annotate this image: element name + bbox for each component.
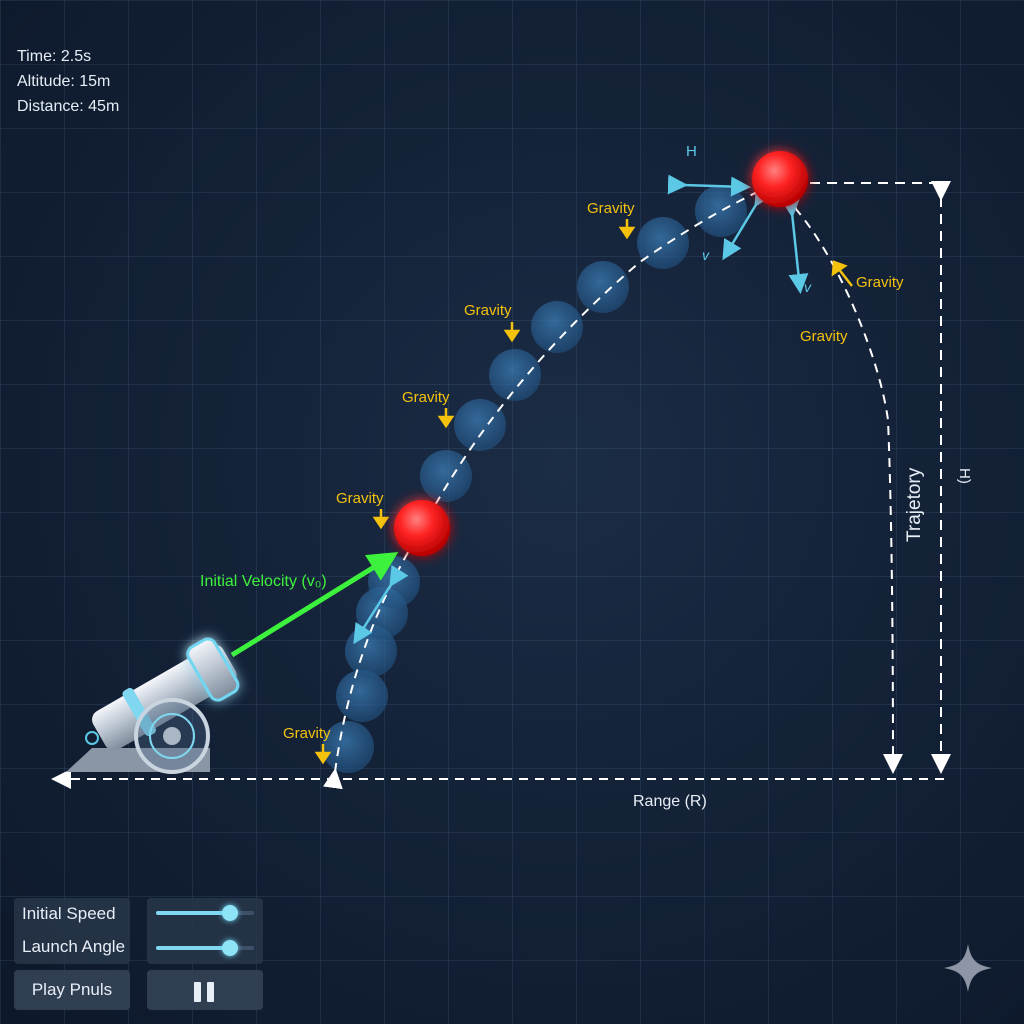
play-button[interactable]: Play Pnuls (14, 970, 130, 1010)
gravity-arrow-icon (314, 744, 332, 765)
velocity-vector-apex (722, 184, 774, 261)
controls-label-panel (14, 898, 130, 964)
cannon-icon (66, 637, 240, 774)
slider-thumb[interactable] (221, 940, 238, 956)
pause-button[interactable] (147, 970, 263, 1010)
trajectory-ghost (637, 217, 689, 269)
gravity-indicator: Gravity (402, 389, 455, 429)
gravity-arrow-icon (372, 509, 390, 530)
trajectory-ghost (695, 185, 747, 237)
time-readout: Time: 2.5s (17, 48, 92, 65)
controls-slider-panel (147, 898, 263, 964)
trajectory-ghost (336, 670, 388, 722)
gravity-indicator: Gravity (336, 490, 390, 530)
gravity-arrow-icon (618, 219, 636, 240)
gravity-label: Gravity (587, 200, 635, 217)
gravity-indicator: Gravity (283, 725, 332, 765)
gravity-label: Gravity (800, 328, 848, 345)
gravity-label: Gravity (856, 274, 904, 291)
projectile-ball-apex (752, 151, 808, 207)
gravity-indicator: Gravity (464, 302, 521, 343)
sparkle-icon (944, 944, 992, 992)
trajectory-path (322, 182, 777, 790)
altitude-readout: Altitude: 15m (17, 73, 111, 90)
slider-thumb[interactable] (221, 905, 238, 921)
trajectory-ghost (420, 450, 472, 502)
launch-angle-slider[interactable] (156, 938, 254, 958)
horizontal-vector (667, 174, 751, 197)
v-label: v (702, 247, 710, 263)
gravity-label: Gravity (283, 725, 331, 742)
trajectory-ghost (531, 301, 583, 353)
projectile-ball (394, 500, 450, 556)
slider-fill (156, 946, 230, 950)
launch-angle-label: Launch Angle (22, 937, 126, 956)
play-button-label: Play Pnuls (31, 980, 113, 999)
height-label: H) (956, 468, 973, 484)
descent-velocity-vector (780, 197, 809, 294)
initial-velocity-label: Initial Velocity (v₀) (200, 573, 327, 590)
initial-speed-label: Initial Speed (22, 904, 116, 923)
gravity-label: Gravity (336, 490, 384, 507)
gravity-label: Gravity (402, 389, 450, 406)
trajectory-ghost (322, 721, 374, 773)
v-label-descent: v (804, 279, 812, 295)
initial-speed-slider[interactable] (156, 903, 254, 923)
trajectory-ghost (454, 399, 506, 451)
gravity-arrow-icon (437, 408, 455, 429)
gravity-arrow-icon (831, 260, 853, 287)
trajectory-ghost (577, 261, 629, 313)
slider-fill (156, 911, 230, 915)
h-label: H (686, 143, 697, 160)
range-label: Range (R) (633, 793, 707, 810)
gravity-indicator: Gravity (831, 260, 904, 291)
trajectory-label: Trajetory (904, 467, 925, 542)
hud-readout: Time: 2.5s Altitude: 15m Distance: 45m (17, 44, 119, 119)
gravity-arrow-icon (503, 322, 521, 343)
trajectory-ghost (489, 349, 541, 401)
velocity-vector (353, 564, 409, 645)
gravity-label: Gravity (464, 302, 512, 319)
distance-readout: Distance: 45m (17, 98, 120, 115)
trajectory-ghosts (322, 185, 747, 773)
descent-path (776, 189, 903, 774)
gravity-indicator: Gravity (587, 200, 636, 240)
pause-icon (147, 970, 263, 1010)
